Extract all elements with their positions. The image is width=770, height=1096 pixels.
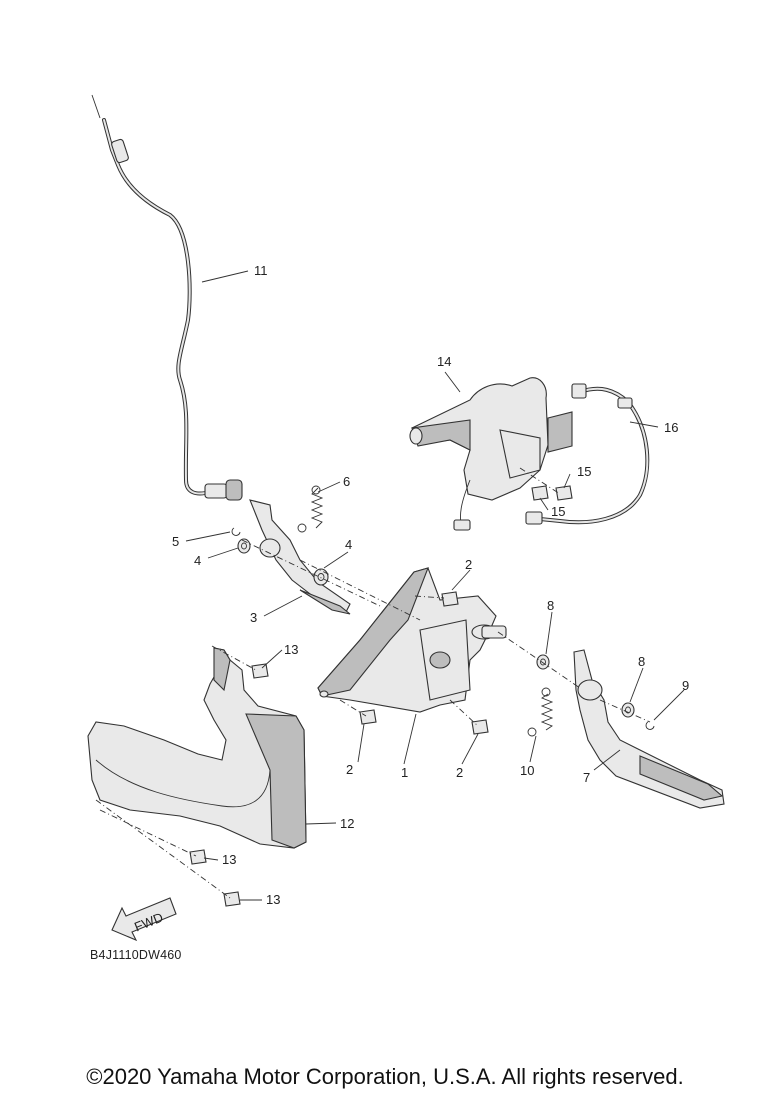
- washer-part-8-a: [536, 654, 550, 670]
- cable-part-11: [91, 94, 243, 501]
- guard-part-12: [87, 647, 307, 849]
- callout-4-a: 4: [194, 553, 201, 568]
- callout-7: 7: [583, 770, 590, 785]
- callout-11: 11: [254, 263, 268, 278]
- clip-part-9: [645, 721, 655, 730]
- callout-8-a: 8: [547, 598, 554, 613]
- callout-10: 10: [520, 763, 534, 778]
- bracket-part-1: [317, 567, 507, 713]
- washer-part-8-b: [621, 702, 635, 718]
- callout-1: 1: [401, 765, 408, 780]
- callout-labels: 11 14 16 15 15 6 5 4 4 2 3 8 13 8 9 2 1 …: [172, 263, 689, 907]
- bolt-part-15: [531, 485, 573, 501]
- spring-part-6: [297, 485, 324, 533]
- callout-2-b: 2: [346, 762, 353, 777]
- fwd-arrow-icon: FWD: [111, 897, 177, 942]
- callout-13-b: 13: [222, 852, 236, 867]
- cover-part-14: [409, 377, 573, 531]
- callout-15-b: 15: [551, 504, 565, 519]
- spring-part-10: [527, 687, 554, 737]
- pedal-part-7: [573, 649, 725, 809]
- clip-part-5: [231, 527, 241, 536]
- leader-lines: [185, 270, 685, 901]
- callout-13-c: 13: [266, 892, 280, 907]
- callout-9: 9: [682, 678, 689, 693]
- callout-4-b: 4: [345, 537, 352, 552]
- copyright-notice: ©2020 Yamaha Motor Corporation, U.S.A. A…: [86, 1064, 684, 1089]
- fastener-part-13: [189, 663, 269, 907]
- callout-6: 6: [343, 474, 350, 489]
- callout-2-c: 2: [456, 765, 463, 780]
- callout-5: 5: [172, 534, 179, 549]
- callout-13-a: 13: [284, 642, 298, 657]
- hose-part-16: [525, 383, 650, 525]
- washer-part-4-right: [313, 568, 329, 586]
- lever-part-3: [249, 499, 351, 615]
- callout-14: 14: [437, 354, 451, 369]
- callout-8-b: 8: [638, 654, 645, 669]
- callout-2-a: 2: [465, 557, 472, 572]
- callout-16: 16: [664, 420, 678, 435]
- parts-diagram: FWD: [87, 94, 725, 942]
- callout-12: 12: [340, 816, 354, 831]
- assembly-lines: [95, 467, 651, 899]
- callout-15-a: 15: [577, 464, 591, 479]
- callout-3: 3: [250, 610, 257, 625]
- drawing-code: B4J1110DW460: [90, 948, 182, 962]
- bolt-part-2: [359, 591, 489, 735]
